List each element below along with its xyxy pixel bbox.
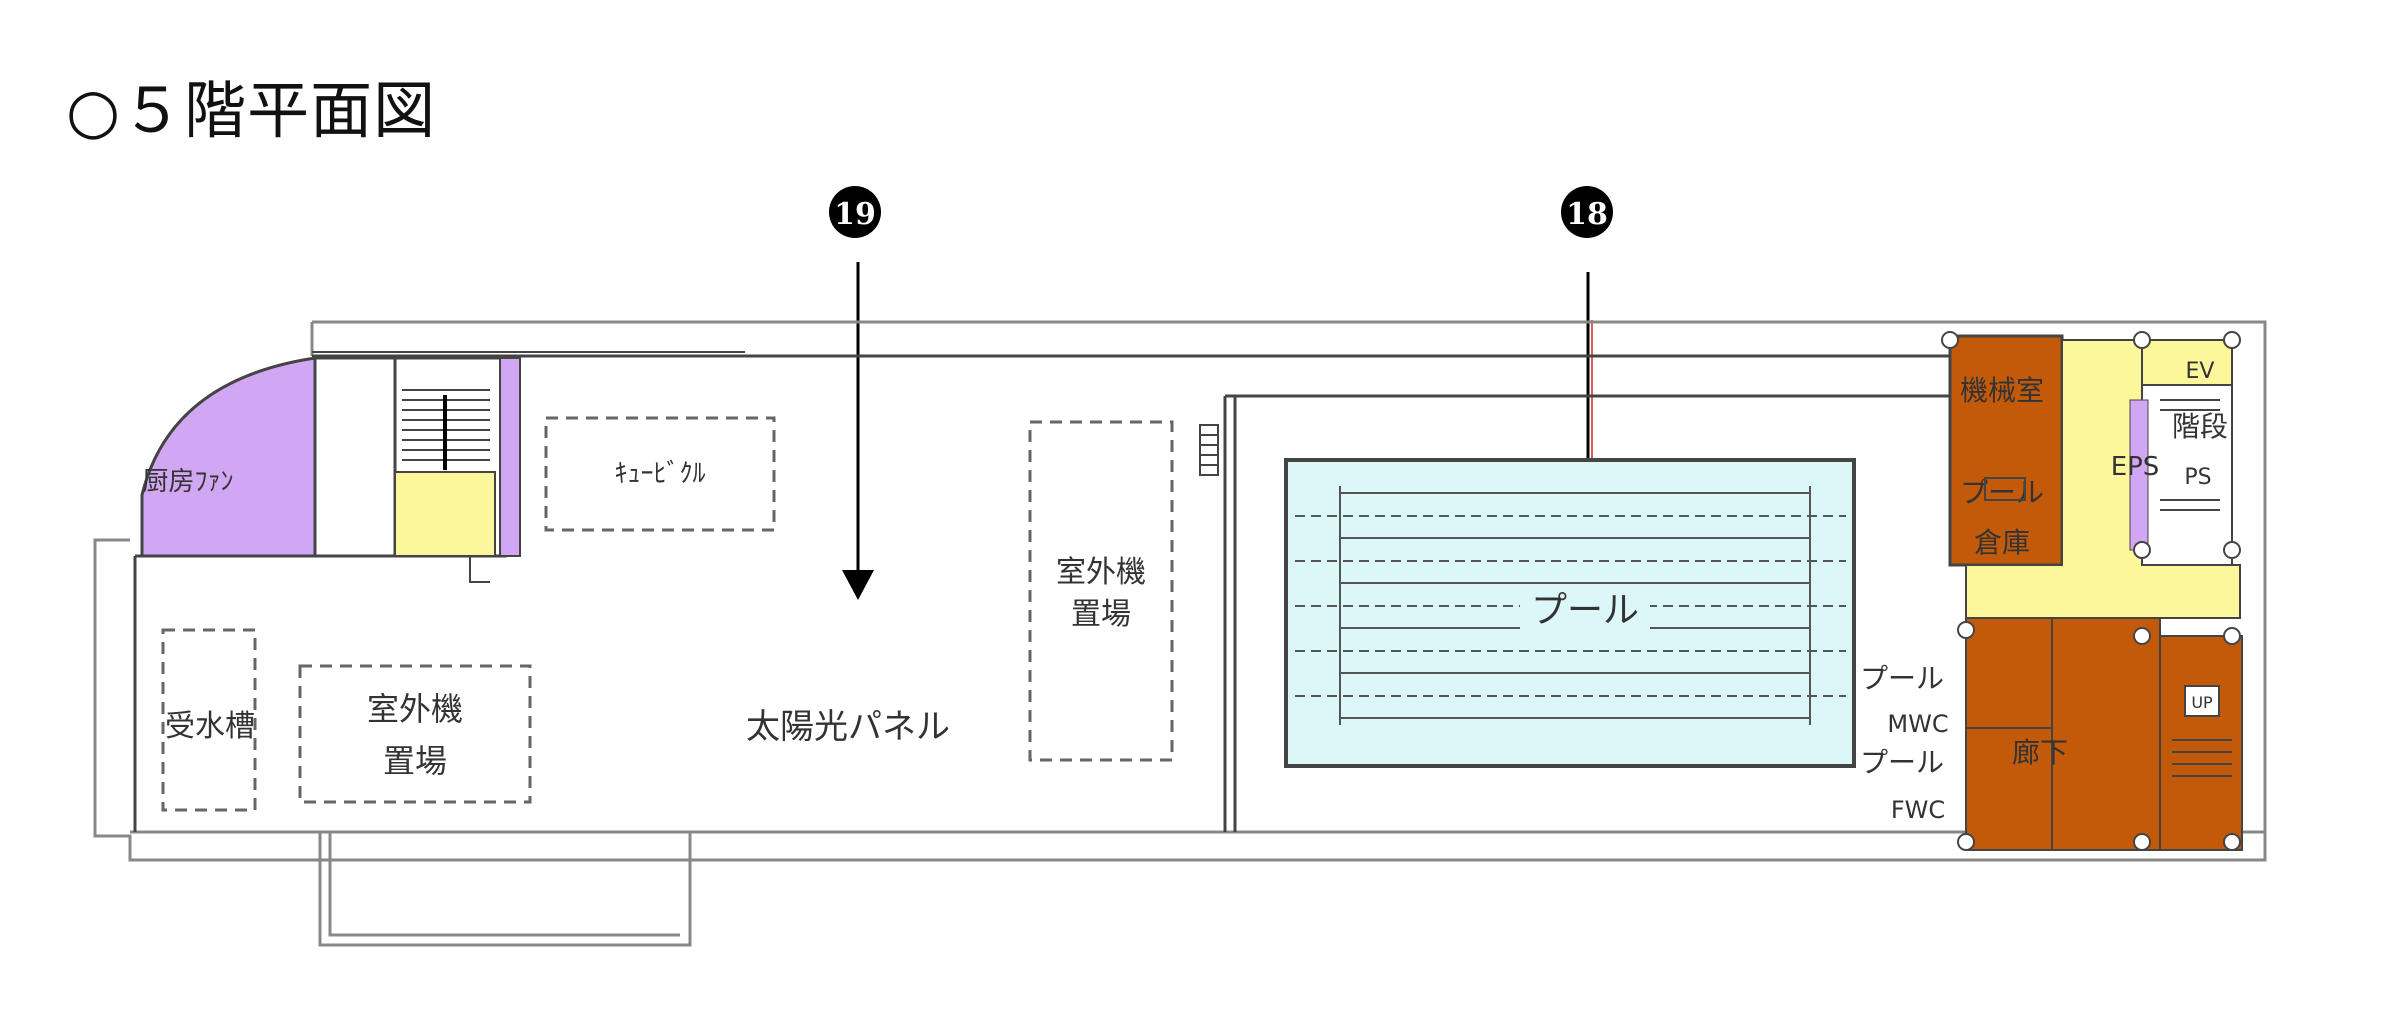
page-title: ○５階平面図 [66, 74, 437, 147]
solar-panel-label: 太陽光パネル [746, 707, 950, 747]
pool-fwc-line1: プール [1860, 746, 1944, 779]
machine-room-label: 機械室 [1960, 374, 2044, 407]
pool-storage-line1: プール [1960, 476, 2044, 509]
ps-label: PS [2184, 465, 2211, 490]
pool-mwc-line2: MWC [1887, 710, 1948, 738]
outdoor-unit-b-line1: 室外機 [367, 690, 463, 728]
room-corridor [2051, 617, 2161, 851]
room-right-stair [2159, 635, 2243, 851]
room-outdoor-unit-a [1028, 420, 1174, 762]
outdoor-unit-b-line2: 置場 [383, 742, 447, 780]
room-cubicle [544, 416, 776, 532]
room-pool-mwc [1965, 617, 2053, 729]
outdoor-unit-a-line2: 置場 [1071, 597, 1131, 632]
stairs-label: 階段 [2172, 410, 2228, 443]
marker-18: 18 [1561, 186, 1613, 238]
outdoor-unit-a-line1: 室外機 [1056, 555, 1146, 590]
pool-label: プール [1531, 590, 1639, 631]
room-outdoor-unit-b [298, 664, 532, 804]
room-water-tank [161, 628, 257, 812]
building-outline [93, 320, 2267, 947]
cubicle-label: ｷｭｰﾋﾞｸﾙ [614, 459, 705, 489]
ev-label: EV [2186, 359, 2215, 384]
room-pool-fwc [1965, 727, 2053, 851]
water-tank-label: 受水槽 [165, 709, 255, 744]
marker-19: 19 [829, 186, 881, 238]
marker-18-label: 18 [1566, 197, 1608, 232]
pool-storage-line2: 倉庫 [1974, 526, 2030, 559]
kitchen-fan-label: 厨房ﾌｧﾝ [142, 467, 233, 497]
eps-label: EPS [2111, 452, 2160, 482]
room-kitchen-fan [140, 356, 317, 558]
pool-mwc-line1: プール [1860, 662, 1944, 695]
corridor-label: 廊下 [2012, 736, 2068, 769]
pool-fwc-line2: FWC [1891, 796, 1945, 824]
marker-19-label: 19 [834, 197, 876, 232]
up-label: UP [2191, 693, 2213, 712]
arrow-19-head [842, 570, 874, 600]
